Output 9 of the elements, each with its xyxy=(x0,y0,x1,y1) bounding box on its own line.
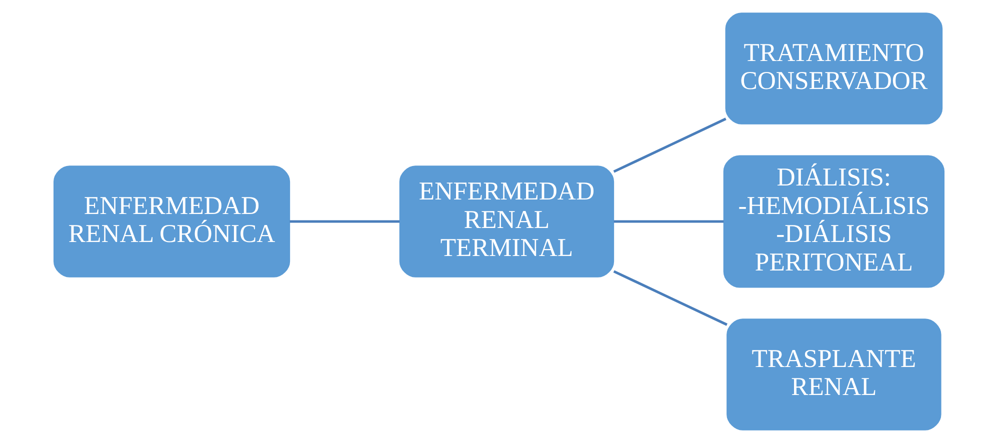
node-box: TRASPLANTE RENAL xyxy=(726,318,942,430)
connector xyxy=(614,220,724,223)
connector xyxy=(613,118,726,173)
node-box: DIÁLISIS: -HEMODIÁLISIS -DIÁLISIS PERITONEAL xyxy=(723,155,944,288)
node-box: ENFERMEDAD RENAL CRÓNICA xyxy=(54,166,290,278)
node-box: ENFERMEDAD RENAL TERMINAL xyxy=(399,166,614,278)
connector xyxy=(613,270,728,326)
node-box: TRATAMIENTO CONSERVADOR xyxy=(725,12,943,124)
connector xyxy=(290,220,400,223)
